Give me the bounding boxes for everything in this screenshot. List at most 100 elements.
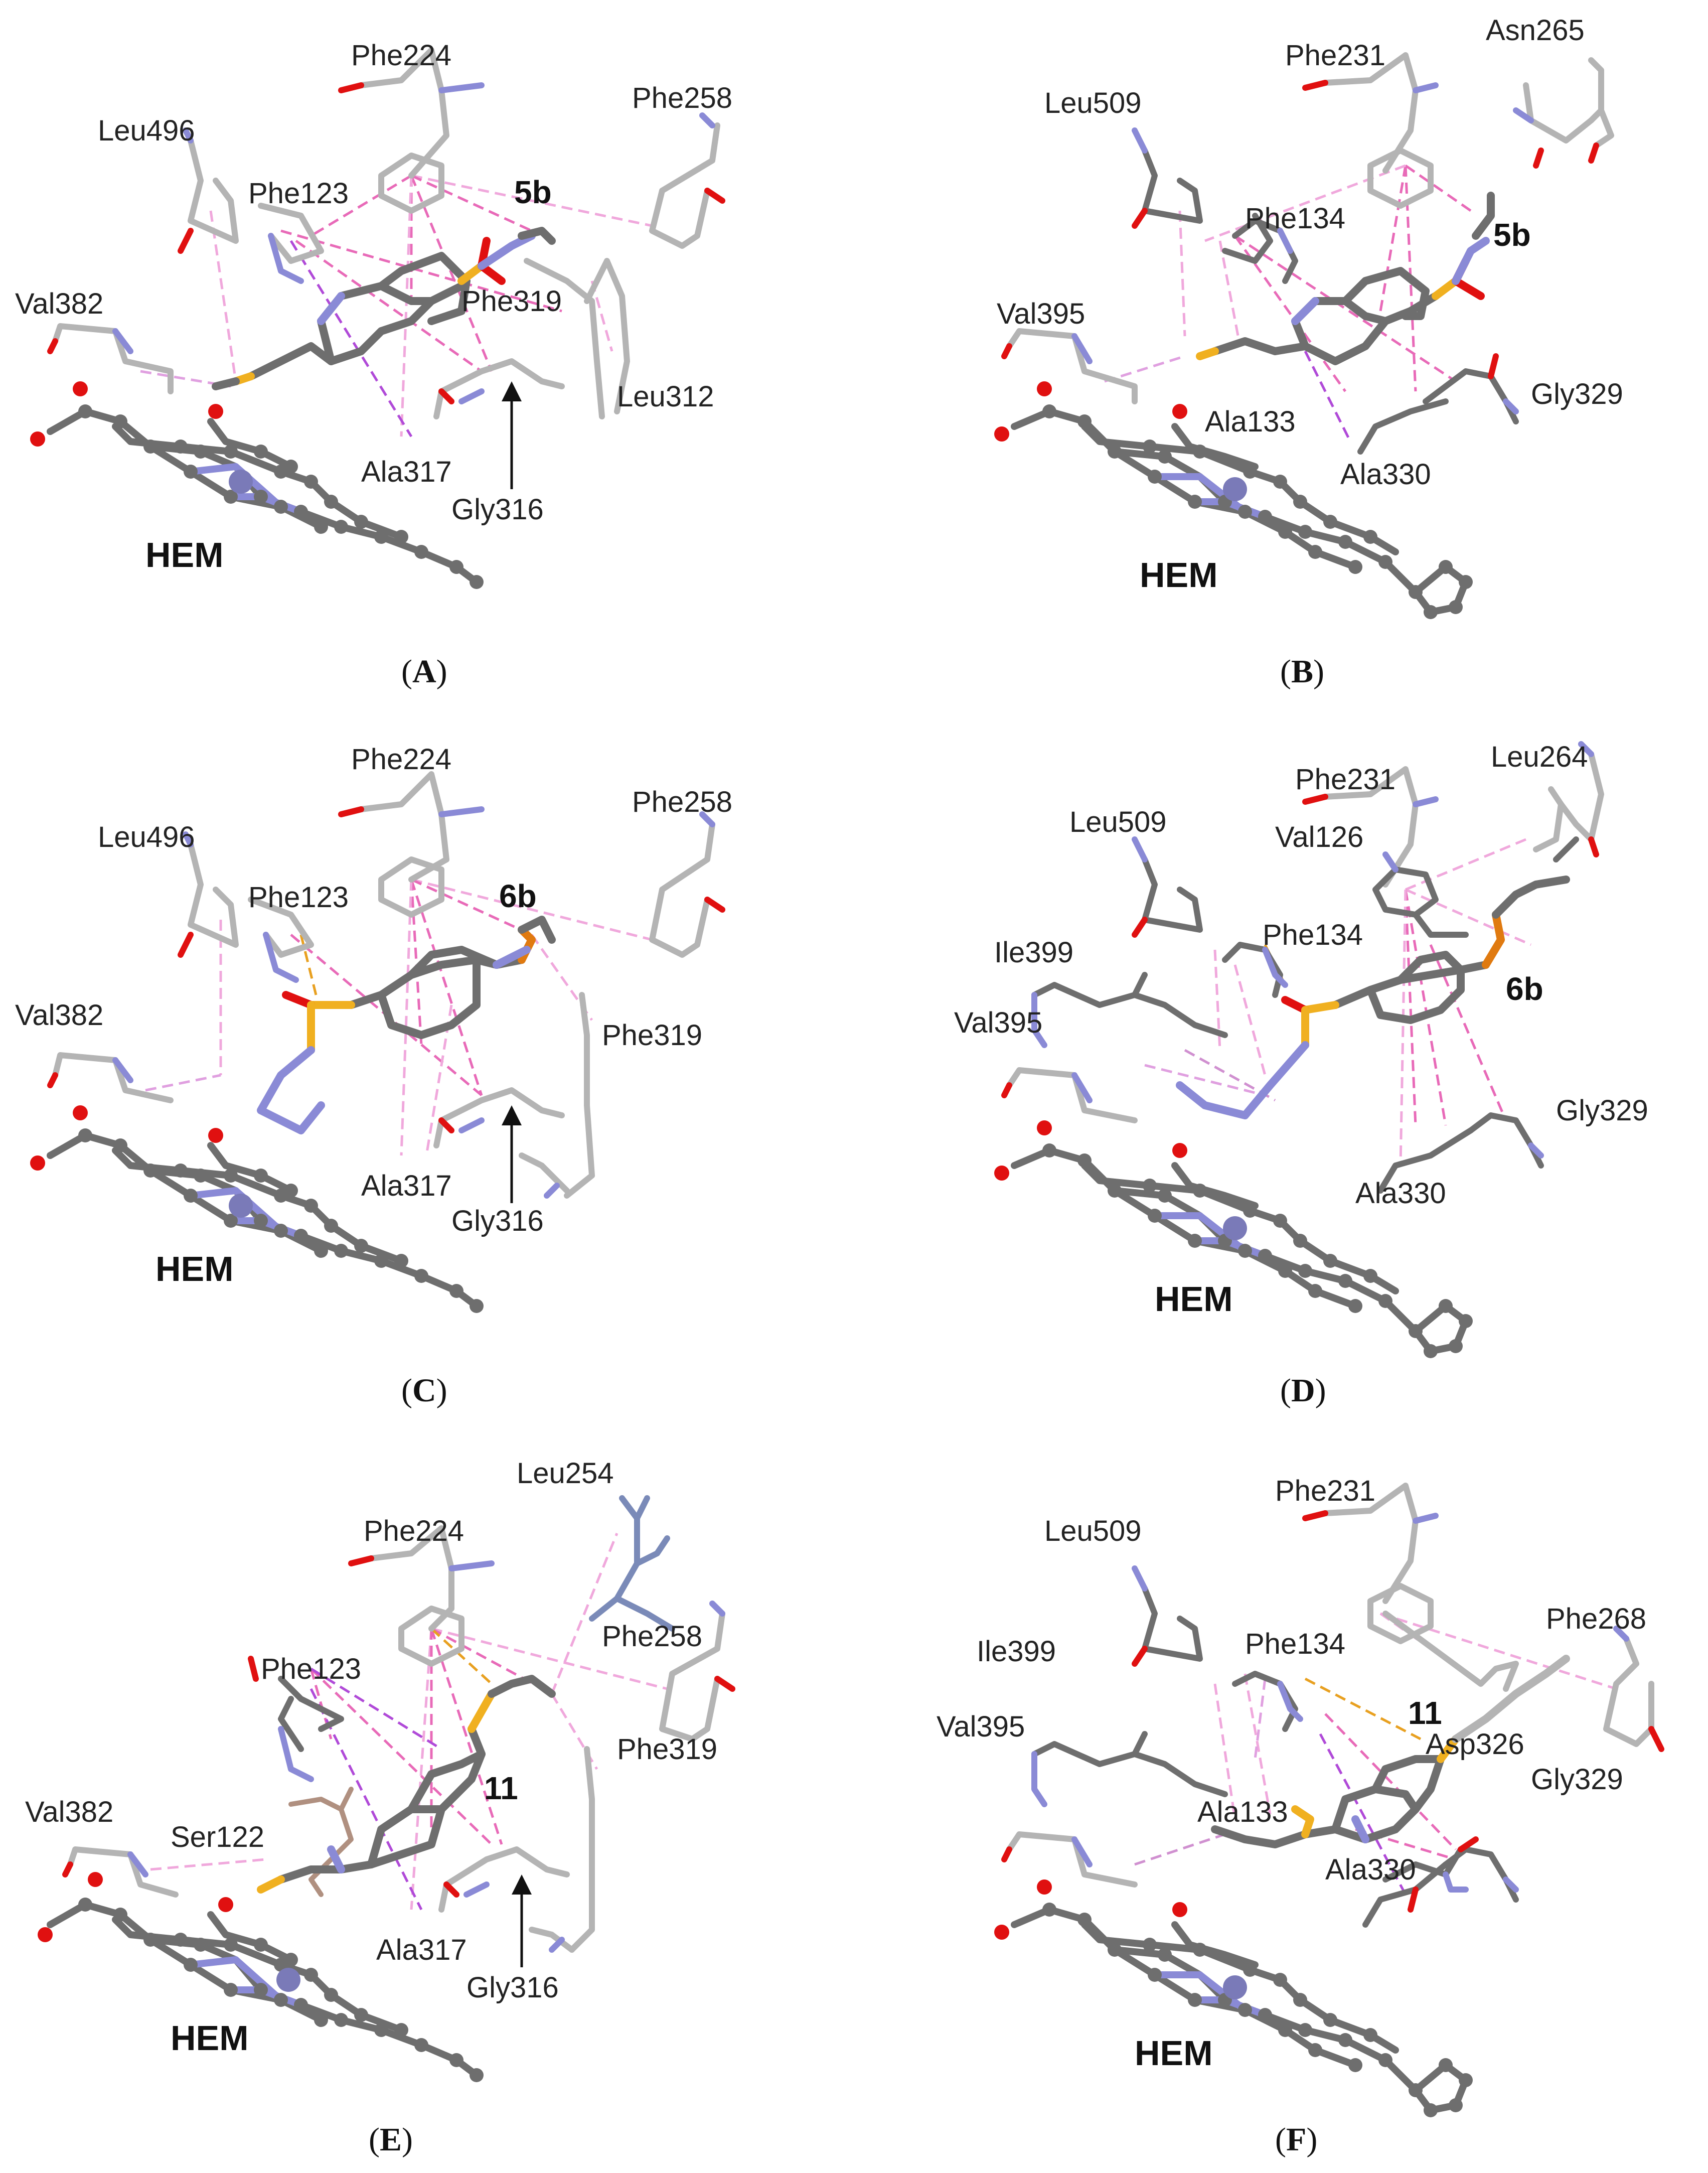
hem-label: HEM [156,1249,234,1288]
gly-arrow [512,1874,532,1967]
residue-label: Leu264 [1491,741,1588,773]
hem-label: HEM [1155,1279,1233,1319]
residue-label: Phe134 [1245,202,1345,235]
residue-sticks [52,47,720,419]
ligand-label: 5b [1493,217,1531,253]
residue-label: Ala317 [361,456,452,488]
residue-label: Gly329 [1556,1094,1648,1127]
residue-label: Val382 [15,999,103,1032]
hem-label: HEM [145,535,224,574]
panel-b-structure: Phe231 Asn265 Leu509 Phe134 Val395 Ala13… [994,14,1623,690]
leu254-sticks [589,1495,675,1632]
panel-caption: (D) [1280,1372,1326,1409]
hem-group [30,1105,484,1313]
residue-label: Leu496 [98,821,195,853]
panel-f: Phe231 Leu509 Phe268 Ile399 Phe134 Val39… [854,1448,1707,2172]
panel-caption: (E) [369,2121,413,2158]
residue-label: Ser122 [171,1821,264,1853]
residue-label: Ala330 [1340,458,1431,491]
residue-label: Leu509 [1044,1515,1142,1547]
interaction-lines [1134,1612,1617,1896]
hem-label: HEM [1140,555,1218,595]
residue-hetero-atoms [1001,741,1599,1158]
residue-label: Val382 [15,287,103,320]
residue-label: Phe231 [1275,1475,1375,1507]
residue-label: Gly329 [1531,1763,1623,1796]
panel-d: Leu264 Phe231 Leu509 Val126 Ile399 Phe13… [854,724,1707,1448]
residue-label: Phe134 [1263,919,1363,951]
residue-label: Ile399 [994,936,1073,969]
hem-group [994,1120,1473,1358]
panel-f-structure: Phe231 Leu509 Phe268 Ile399 Phe134 Val39… [937,1475,1664,2158]
panel-caption: (A) [401,653,447,690]
residue-label: Leu312 [617,380,714,413]
ligand-5b [212,227,556,390]
ligand-label: 6b [499,878,537,914]
ligand-label: 5b [514,174,552,210]
panel-e-structure: Leu254 Phe224 Phe258 Phe123 Phe319 Val38… [25,1457,735,2158]
ligand-5b [1196,192,1495,365]
residue-label: Val395 [954,1006,1042,1039]
residue-label: Phe258 [632,786,732,818]
residue-label: Ala317 [361,1170,452,1202]
residue-label: Ala133 [1205,405,1296,438]
residue-label: Phe123 [261,1653,361,1685]
residue-label: Ala317 [376,1934,467,1966]
residue-label: Ala330 [1325,1853,1416,1886]
residue-label: Ala133 [1197,1796,1288,1828]
residue-dark-sticks [278,1676,344,1752]
residue-label: Phe123 [248,177,349,210]
ligand-6b [257,916,556,1134]
hem-label: HEM [1135,2034,1213,2073]
residue-sticks [1006,751,1604,1123]
residue-label: Val395 [937,1710,1025,1743]
residue-label: Phe319 [461,285,562,318]
panel-c-structure: Phe224 Phe258 Leu496 Phe123 Val382 Phe31… [15,743,732,1409]
panel-b: Phe231 Asn265 Leu509 Phe134 Val395 Ala13… [854,0,1707,724]
ligand-6b [1176,876,1570,1119]
residue-label: Leu496 [98,114,195,147]
hem-group [38,1872,484,2082]
residue-hetero-atoms [47,806,725,1199]
residue-hetero-atoms [1001,80,1599,414]
residue-label: Asp326 [1426,1728,1524,1761]
residue-label: Val395 [997,298,1085,330]
hem-group [994,1879,1473,2117]
residue-label: Phe258 [632,82,732,114]
ligand-label: 6b [1506,971,1543,1007]
residue-label: Leu254 [517,1457,614,1490]
panel-a-structure: Phe224 Phe258 Leu496 Phe123 Val382 Phe31… [15,39,732,690]
residue-label: Gly316 [451,1205,544,1237]
residue-label: Phe224 [351,39,451,72]
residue-label: Phe134 [1245,1628,1345,1660]
hem-group [30,381,484,589]
residue-hetero-atoms [62,1555,735,1953]
ligand-11 [257,1675,556,1894]
gly-arrow [502,1105,522,1203]
residue-label: Phe231 [1285,39,1385,72]
residue-label: Phe224 [364,1515,464,1547]
interaction-lines [145,878,653,1156]
residue-label: Gly329 [1531,378,1623,410]
gly-arrow [502,381,522,489]
interaction-lines [140,174,653,438]
residue-label: Val382 [25,1796,113,1828]
residue-label: Phe231 [1295,763,1395,796]
residue-label: Gly316 [451,493,544,526]
residue-label: Phe123 [248,881,349,914]
ligand-label: 11 [1408,1695,1442,1731]
panel-e: Leu254 Phe224 Phe258 Phe123 Phe319 Val38… [0,1448,854,2172]
panel-caption: (B) [1280,653,1324,690]
residue-label: Phe268 [1546,1603,1646,1635]
panel-caption: (F) [1275,2121,1317,2158]
residue-label: Leu509 [1044,87,1142,119]
residue-label: Gly316 [467,1971,559,2004]
residue-label: Leu509 [1069,806,1167,838]
residue-label: Asn265 [1486,14,1585,47]
ser122-sticks [288,1787,354,1897]
panel-caption: (C) [401,1372,447,1409]
residue-label: Val126 [1275,821,1363,853]
residue-label: Ile399 [977,1635,1056,1668]
residue-label: Ala330 [1355,1177,1446,1210]
residue-hetero-atoms [1001,1510,1664,1913]
